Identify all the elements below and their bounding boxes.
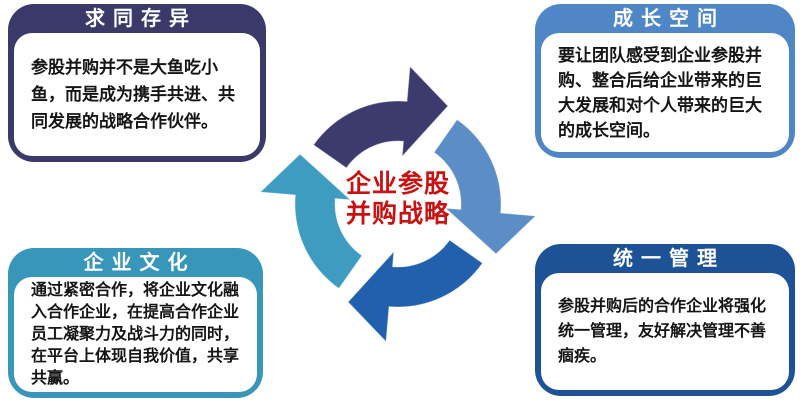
card-title-unified-management: 统一管理 bbox=[613, 248, 725, 270]
cycle-arrow-top-left-icon bbox=[312, 65, 449, 169]
cycle-arrow-top-right-icon bbox=[433, 118, 537, 255]
diagram-center-title-line2: 并购战略 bbox=[345, 200, 450, 228]
diagram-center-title: 企业参股 并购战略 bbox=[308, 169, 488, 229]
card-body-panel: 参股并购并不是大鱼吃小鱼，而是成为携手共进、共同发展的战略合作伙伴。 bbox=[14, 33, 260, 156]
card-corporate-culture: 企业文化 通过紧密合作，将企业文化融入合作企业，在提高合作企业员工凝聚力及战斗力… bbox=[8, 248, 263, 398]
card-title-corporate-culture: 企业文化 bbox=[83, 252, 196, 274]
card-title-growth-space: 成长空间 bbox=[613, 8, 725, 30]
cycle-arrows-diagram bbox=[259, 65, 537, 343]
card-seek-common-ground: 求同存异 参股并购并不是大鱼吃小鱼，而是成为携手共进、共同发展的战略合作伙伴。 bbox=[8, 4, 266, 162]
card-text-growth-space: 要让团队感受到企业参股并购、整合后给企业带来的巨大发展和对个人带来的巨大的成长空… bbox=[558, 45, 762, 140]
cycle-arrow-bottom-left-icon bbox=[259, 153, 363, 290]
card-unified-management: 统一管理 参股并购后的合作企业将强化统一管理，友好解决管理不善痼疾。 bbox=[535, 244, 795, 396]
card-text-unified-management: 参股并购后的合作企业将强化统一管理，友好解决管理不善痼疾。 bbox=[558, 298, 767, 365]
card-body-panel: 要让团队感受到企业参股并购、整合后给企业带来的巨大发展和对个人带来的巨大的成长空… bbox=[541, 33, 789, 152]
card-body-panel: 通过紧密合作，将企业文化融入合作企业，在提高合作企业员工凝聚力及战斗力的同时，在… bbox=[14, 277, 257, 392]
card-title-seek-common-ground: 求同存异 bbox=[85, 8, 197, 30]
card-body-panel: 参股并购后的合作企业将强化统一管理，友好解决管理不善痼疾。 bbox=[541, 273, 789, 390]
cycle-arrow-bottom-right-icon bbox=[347, 239, 484, 343]
card-growth-space: 成长空间 要让团队感受到企业参股并购、整合后给企业带来的巨大发展和对个人带来的巨… bbox=[535, 4, 795, 158]
card-text-corporate-culture: 通过紧密合作，将企业文化融入合作企业，在提高合作企业员工凝聚力及战斗力的同时，在… bbox=[31, 281, 240, 387]
card-text-seek-common-ground: 参股并购并不是大鱼吃小鱼，而是成为携手共进、共同发展的战略合作伙伴。 bbox=[31, 58, 235, 131]
diagram-center-title-line1: 企业参股 bbox=[345, 170, 450, 198]
